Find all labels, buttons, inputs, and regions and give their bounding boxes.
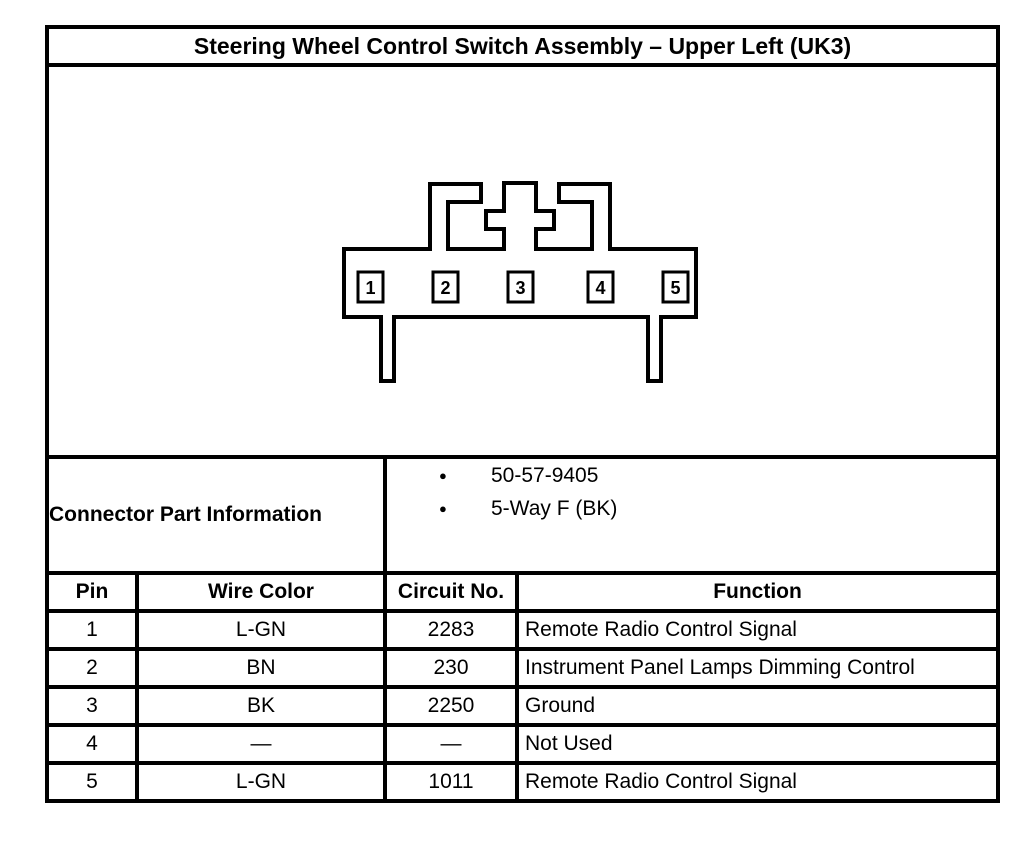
- pin-number-label: 3: [515, 278, 525, 298]
- pin-cell: 2: [45, 647, 139, 689]
- pin-cell: 5: [45, 761, 139, 803]
- connector-key-cross-icon: [484, 181, 556, 251]
- part-info-bullet-item: ● 5-Way F (BK): [389, 492, 994, 525]
- connector-type-text: 5-Way F (BK): [491, 497, 618, 520]
- part-number-text: 50-57-9405: [491, 464, 599, 487]
- function-cell: Not Used: [514, 723, 1001, 765]
- part-info-label: Connector Part Information: [45, 455, 387, 575]
- header-function: Function: [514, 571, 1001, 613]
- pin-number-label: 1: [365, 278, 375, 298]
- connector-document-table: Steering Wheel Control Switch Assembly –…: [44, 25, 1001, 803]
- circuit-no-cell: 230: [383, 647, 519, 689]
- circuit-no-cell: 1011: [383, 761, 519, 803]
- pinout-row: 1 L-GN 2283 Remote Radio Control Signal: [45, 609, 1001, 651]
- pin-box-5: [661, 270, 690, 304]
- header-wire-color: Wire Color: [135, 571, 387, 613]
- pin-number-label: 4: [595, 278, 605, 298]
- function-cell: Ground: [514, 685, 1001, 727]
- connector-diagram: 1 2 3 4 5: [342, 181, 698, 383]
- wire-color-cell: BN: [135, 647, 387, 689]
- wire-color-cell: L-GN: [135, 609, 387, 651]
- bullet-icon: ●: [439, 468, 447, 483]
- connector-lock-tab-left-icon: [428, 182, 483, 251]
- part-info-bullet-item: ● 50-57-9405: [389, 461, 994, 492]
- header-pin: Pin: [45, 571, 139, 613]
- connector-lock-tab-right-icon: [557, 182, 612, 251]
- pin-number-label: 5: [670, 278, 680, 298]
- connector-leg-right-icon: [646, 315, 663, 383]
- pinout-row: 4 — — Not Used: [45, 723, 1001, 765]
- pin-number-label: 2: [440, 278, 450, 298]
- wire-color-cell: —: [135, 723, 387, 765]
- connector-diagram-cell: 1 2 3 4 5: [44, 63, 1001, 459]
- bullet-icon: ●: [439, 501, 447, 516]
- pin-cell: 3: [45, 685, 139, 727]
- pin-box-3: [506, 270, 535, 304]
- header-circuit-no: Circuit No.: [383, 571, 519, 613]
- connector-leg-left-icon: [379, 315, 396, 383]
- page-title: Steering Wheel Control Switch Assembly –…: [44, 25, 1001, 67]
- function-cell: Remote Radio Control Signal: [514, 609, 1001, 651]
- pinout-row: 3 BK 2250 Ground: [45, 685, 1001, 727]
- pin-cell: 1: [45, 609, 139, 651]
- pinout-row: 5 L-GN 1011 Remote Radio Control Signal: [45, 761, 1001, 803]
- wire-color-cell: BK: [135, 685, 387, 727]
- pinout-header-row: Pin Wire Color Circuit No. Function: [45, 571, 1001, 613]
- pin-box-1: [356, 270, 385, 304]
- wire-color-cell: L-GN: [135, 761, 387, 803]
- pin-box-2: [431, 270, 460, 304]
- part-info-values: ● 50-57-9405 ● 5-Way F (BK): [382, 455, 1001, 575]
- pin-box-4: [586, 270, 615, 304]
- function-cell: Instrument Panel Lamps Dimming Control: [514, 647, 1001, 689]
- circuit-no-cell: 2283: [383, 609, 519, 651]
- pin-cell: 4: [45, 723, 139, 765]
- connector-sheet: Steering Wheel Control Switch Assembly –…: [44, 25, 1001, 803]
- circuit-no-cell: 2250: [383, 685, 519, 727]
- circuit-no-cell: —: [383, 723, 519, 765]
- pinout-row: 2 BN 230 Instrument Panel Lamps Dimming …: [45, 647, 1001, 689]
- function-cell: Remote Radio Control Signal: [514, 761, 1001, 803]
